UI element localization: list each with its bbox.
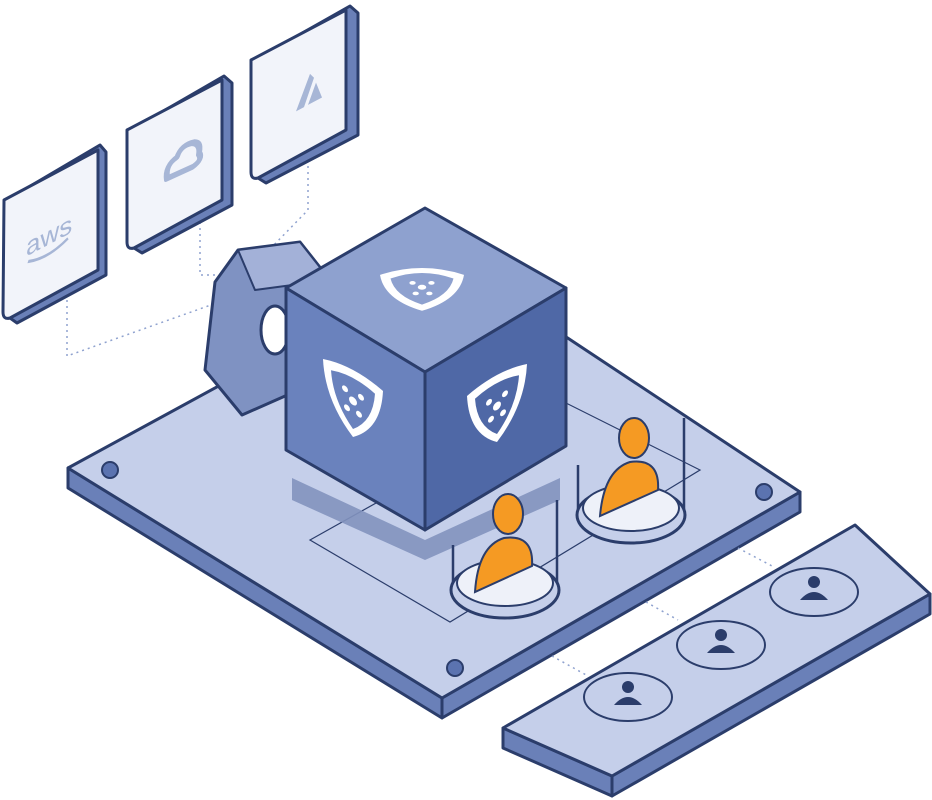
waiting-user-slot (583, 672, 673, 722)
waiting-users-bar (501, 523, 932, 798)
shield-logo-icon (380, 268, 464, 311)
platform-bolt (755, 483, 773, 501)
user-icon (800, 576, 828, 600)
shield-logo-icon (323, 359, 383, 437)
platform-bolt (446, 659, 464, 677)
azure-logo-icon (296, 73, 322, 112)
cloud-panel-azure (249, 4, 360, 185)
cloud-panel-aws: aws (1, 143, 108, 325)
waiting-user-slot (769, 567, 859, 617)
active-user-pod (575, 417, 687, 545)
shield-logo-icon (467, 364, 527, 442)
user-icon (614, 681, 642, 705)
waiting-connector-lines (551, 547, 773, 677)
cloud-panel-gcp (125, 74, 234, 255)
user-icon (473, 493, 534, 594)
google-cloud-logo-icon (163, 139, 204, 182)
user-icon (598, 417, 660, 518)
platform-bolt (101, 461, 119, 479)
active-user-pod (449, 493, 561, 620)
user-icon (707, 629, 735, 653)
waiting-user-slot (676, 620, 766, 670)
